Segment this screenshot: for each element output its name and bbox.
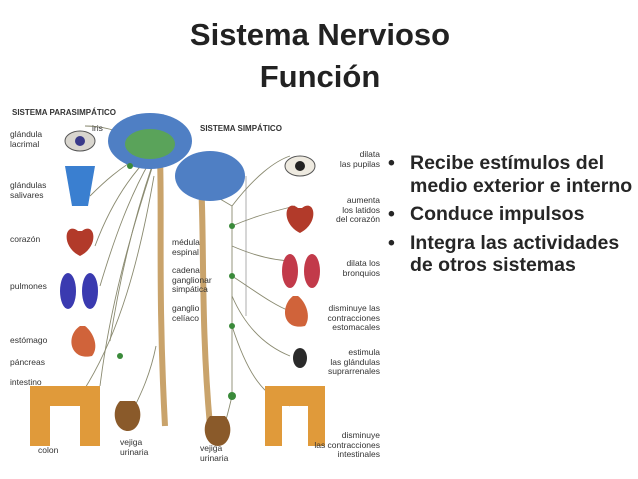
label-increases-heartbeat: aumenta los latidos del corazón <box>336 195 380 224</box>
title-line-1: Sistema Nervioso <box>189 17 451 52</box>
label-lacrimal-gland: glándula lacrimal <box>10 129 43 149</box>
bronchi-left-icon <box>282 254 298 288</box>
label-celiac-ganglion: ganglio celíaco <box>172 303 200 323</box>
label-iris: iris <box>92 123 103 133</box>
ganglia <box>117 163 236 400</box>
label-colon: colon <box>38 445 59 455</box>
label-salivary-glands: glándulas salivares <box>10 180 47 200</box>
spinal-cord-sympathetic <box>197 165 213 427</box>
label-pancreas: páncreas <box>10 357 45 367</box>
slide-title: Sistema Nervioso Función <box>170 14 470 98</box>
bullet-item: • Recibe estímulos del medio exterior e i… <box>388 152 633 197</box>
title-line-2: Función <box>259 59 381 94</box>
stomach-right-icon <box>284 296 308 327</box>
colon-left-icon <box>30 386 100 446</box>
heart-right-icon <box>286 205 314 233</box>
bullet-list: • Recibe estímulos del medio exterior e i… <box>388 152 633 283</box>
bullet-item: • Conduce impulsos <box>388 203 633 226</box>
label-dilates-bronchi: dilata los bronquios <box>342 258 380 278</box>
bullet-item: • Integra las actividades de otros sistem… <box>388 232 633 277</box>
label-adrenal-glands: estimula las glándulas suprarrenales <box>328 347 380 376</box>
colon-right-icon <box>265 386 325 446</box>
bullet-dot-icon: • <box>388 231 395 254</box>
label-bladder-right: vejiga urinaria <box>200 443 229 463</box>
label-intestine: intestino <box>10 377 42 387</box>
label-intestinal-contractions: disminuye las contracciones intestinales <box>314 430 380 459</box>
bullet-text: Integra las actividades de otros sistema… <box>410 231 620 277</box>
spinal-cord <box>157 155 168 427</box>
label-lungs: pulmones <box>10 281 47 291</box>
nervous-system-diagram: SISTEMA PARASIMPÁTICO SISTEMA SIMPÁTICO … <box>0 96 385 476</box>
bullet-text: Conduce impulsos <box>410 203 585 225</box>
label-ganglion-chain: cadena ganglionar simpática <box>172 265 212 294</box>
label-heart-left: corazón <box>10 234 41 244</box>
stomach-left-icon <box>71 326 96 357</box>
label-stomach-contractions: disminuye las contracciones estomacales <box>327 303 380 332</box>
brain-limbic-icon <box>125 129 175 159</box>
salivary-glands-icon <box>65 166 95 206</box>
bullet-dot-icon: • <box>388 203 395 225</box>
brain-right-icon <box>175 151 245 201</box>
label-stomach-left: estómago <box>10 335 48 345</box>
header-parasympathetic: SISTEMA PARASIMPÁTICO <box>12 108 117 117</box>
label-dilates-pupils: dilata las pupilas <box>339 149 380 169</box>
bullet-dot-icon: • <box>388 152 395 174</box>
bronchi-right-icon <box>304 254 320 288</box>
bladder-left-icon <box>114 401 141 431</box>
label-spinal-cord: médula espinal <box>172 237 200 257</box>
heart-left-icon <box>66 228 94 256</box>
bladder-right-icon <box>204 416 231 446</box>
label-bladder-left: vejiga urinaria <box>120 437 149 457</box>
adrenal-gland-icon <box>293 348 307 368</box>
header-sympathetic: SISTEMA SIMPÁTICO <box>200 124 282 133</box>
diagram-artwork <box>30 113 325 447</box>
lung-left-icon <box>60 273 76 309</box>
lung-right-icon <box>82 273 98 309</box>
bullet-text: Recibe estímulos del medio exterior e in… <box>410 152 633 197</box>
